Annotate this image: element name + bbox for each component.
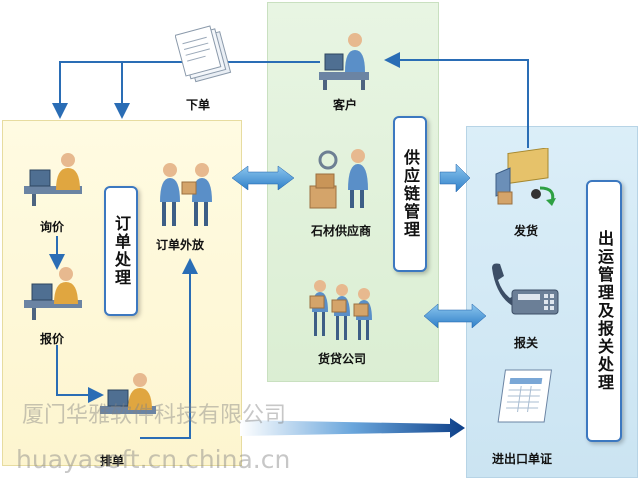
telephone-icon xyxy=(492,263,559,315)
docs-flow-arrow xyxy=(240,418,465,438)
stone-supplier-label: 石材供应商 xyxy=(311,224,372,238)
supply-chain-title-box: 供应链管理 xyxy=(393,116,427,272)
center-right-arrow xyxy=(439,163,471,193)
schedule-person-icon xyxy=(100,373,156,414)
schedule-label: 排单 xyxy=(100,454,125,468)
customer-desk-icon xyxy=(319,33,369,90)
stone-supplier-icon xyxy=(309,149,368,209)
quote-person-icon xyxy=(24,267,82,320)
customs-label: 报关 xyxy=(514,336,539,350)
quote-label: 报价 xyxy=(40,332,65,346)
order-processing-title: 订单处理 xyxy=(112,215,131,287)
outsourcing-people-icon xyxy=(160,163,212,226)
documents-icon xyxy=(175,25,232,83)
customer-label: 客户 xyxy=(333,98,358,112)
order-label: 下单 xyxy=(186,98,211,112)
inquiry-person-icon xyxy=(24,153,82,206)
shipping-truck-icon xyxy=(495,148,556,206)
supply-chain-title: 供应链管理 xyxy=(401,149,420,239)
freight-company-label: 货贷公司 xyxy=(318,352,367,366)
outsourcing-label: 订单外放 xyxy=(156,238,205,252)
shipping-to-customer-line xyxy=(384,52,529,148)
import-export-docs-label: 进出口单证 xyxy=(492,452,553,466)
inquiry-label: 询价 xyxy=(40,220,65,234)
watermark-url: huayasoft.cn.china.cn xyxy=(16,445,291,474)
schedule-to-outsourcing-line xyxy=(140,258,198,439)
export-management-title: 出运管理及报关处理 xyxy=(595,230,614,392)
quote-to-schedule-line xyxy=(56,345,104,403)
spreadsheet-document-icon xyxy=(497,369,553,423)
left-center-double-arrow xyxy=(231,165,295,191)
shipping-label: 发货 xyxy=(514,224,539,238)
freight-company-icon xyxy=(309,280,372,340)
order-processing-title-box: 订单处理 xyxy=(104,186,138,316)
customer-to-order-line xyxy=(52,61,320,119)
center-right-double-arrow xyxy=(423,303,487,329)
export-management-title-box: 出运管理及报关处理 xyxy=(586,180,622,442)
watermark-company: 厦门华雅软件科技有限公司 xyxy=(22,403,287,428)
